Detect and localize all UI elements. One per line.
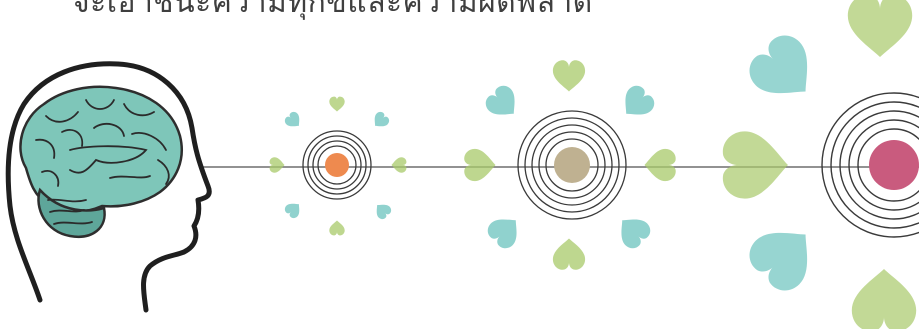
heart-icon xyxy=(848,0,912,57)
heart-icon xyxy=(553,239,585,270)
heart-icon xyxy=(329,97,344,112)
heart-icon xyxy=(464,149,495,181)
heart-icon xyxy=(484,209,527,252)
heart-icon xyxy=(270,157,285,172)
heart-icon xyxy=(742,213,828,299)
heart-ring-group-2 xyxy=(464,60,675,269)
center-dot-pink xyxy=(869,140,919,190)
heart-icon xyxy=(372,200,393,221)
heart-icon xyxy=(553,60,585,91)
heart-icon xyxy=(482,82,525,125)
heart-icon xyxy=(392,157,407,172)
heart-icon xyxy=(645,149,676,181)
heart-icon xyxy=(615,82,658,125)
center-dot-taupe xyxy=(554,147,590,183)
heart-icon xyxy=(283,199,304,220)
heart-icon xyxy=(283,110,304,131)
heart-ring-group-1 xyxy=(270,97,407,236)
heart-icon xyxy=(370,110,391,131)
heart-icon xyxy=(329,221,344,236)
center-dot-orange xyxy=(325,153,349,177)
heart-icon xyxy=(723,131,788,198)
heart-icon xyxy=(742,28,828,114)
heart-ring-group-3 xyxy=(723,0,919,329)
heart-icon xyxy=(611,209,654,252)
heart-icon xyxy=(852,269,916,329)
